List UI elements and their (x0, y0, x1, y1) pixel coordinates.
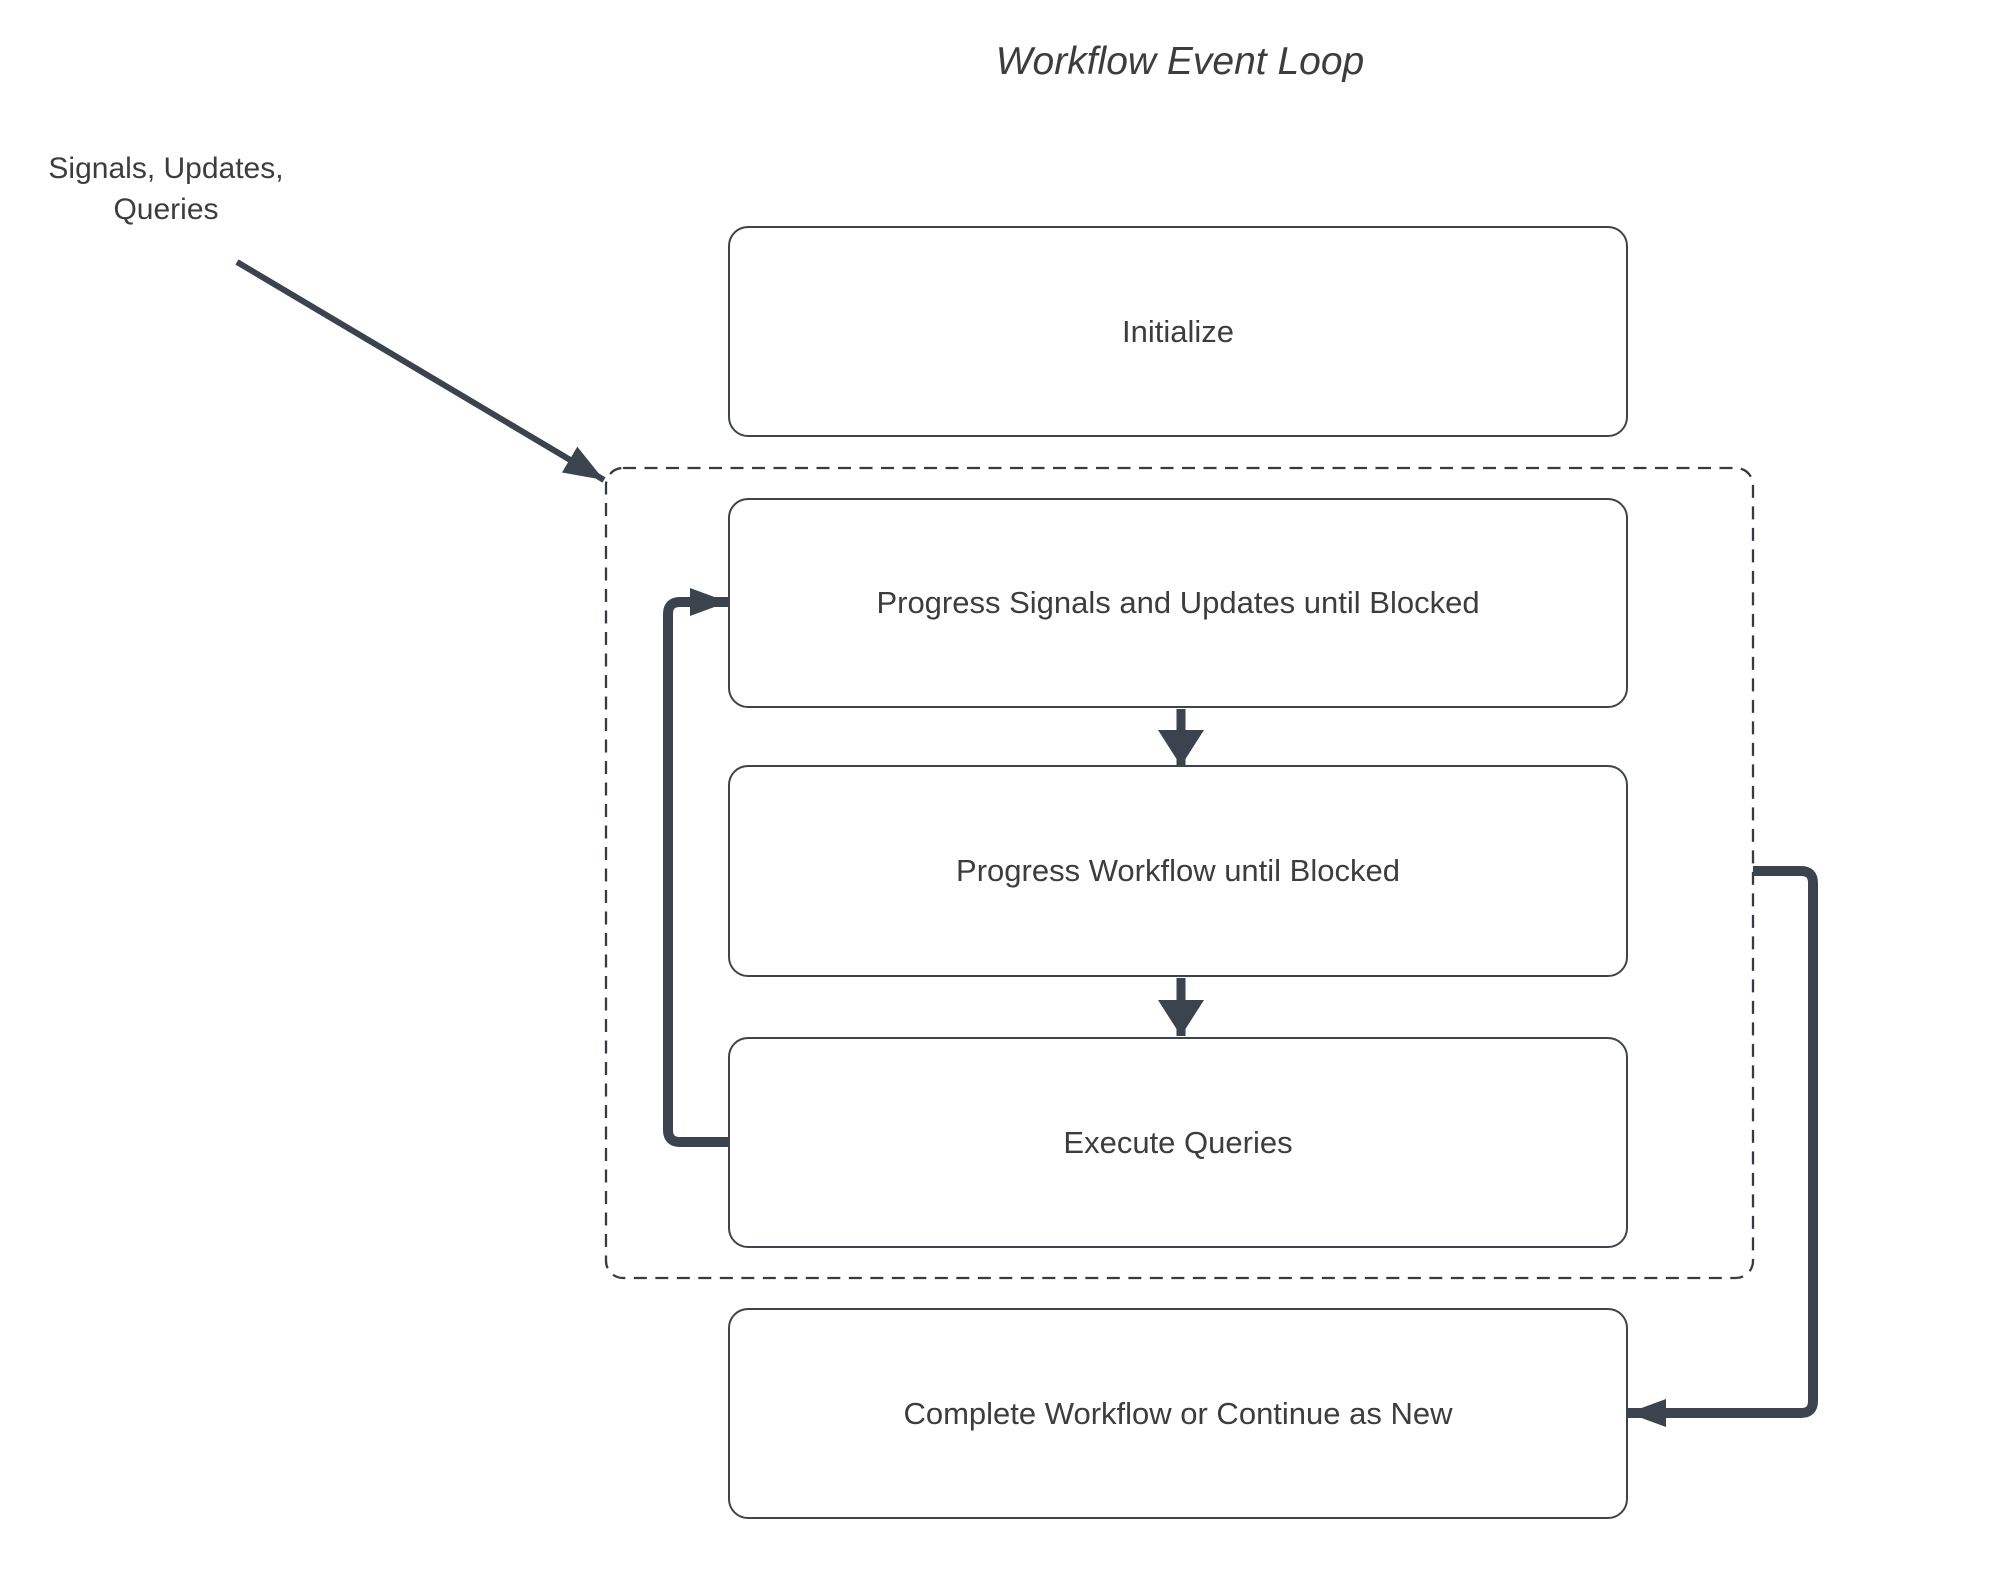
node-progress-signals-and-updates: Progress Signals and Updates until Block… (728, 498, 1628, 708)
node-initialize: Initialize (728, 226, 1628, 437)
node-execute-queries: Execute Queries (728, 1037, 1628, 1248)
node-complete-workflow: Complete Workflow or Continue as New (728, 1308, 1628, 1519)
edge-execute-queries-loop-back (663, 588, 728, 1147)
diagram-title: Workflow Event Loop (995, 40, 1365, 83)
external-input-label-line2: Queries (113, 193, 219, 226)
node-progress-workflow: Progress Workflow until Blocked (728, 765, 1628, 977)
node-execute-queries-label: Execute Queries (1063, 1124, 1293, 1160)
node-progress-signals-and-updates-label: Progress Signals and Updates until Block… (876, 585, 1480, 620)
edge-loop-to-complete-workflow (1628, 866, 1818, 1427)
node-initialize-label: Initialize (1122, 313, 1234, 349)
external-input-label-line1: Signals, Updates, (48, 152, 284, 185)
external-input-label: Signals, Updates, Queries (5, 148, 327, 230)
node-complete-workflow-label: Complete Workflow or Continue as New (903, 1395, 1453, 1431)
edge-external-input-arrow (235, 259, 606, 483)
node-progress-workflow-label: Progress Workflow until Blocked (956, 853, 1400, 888)
